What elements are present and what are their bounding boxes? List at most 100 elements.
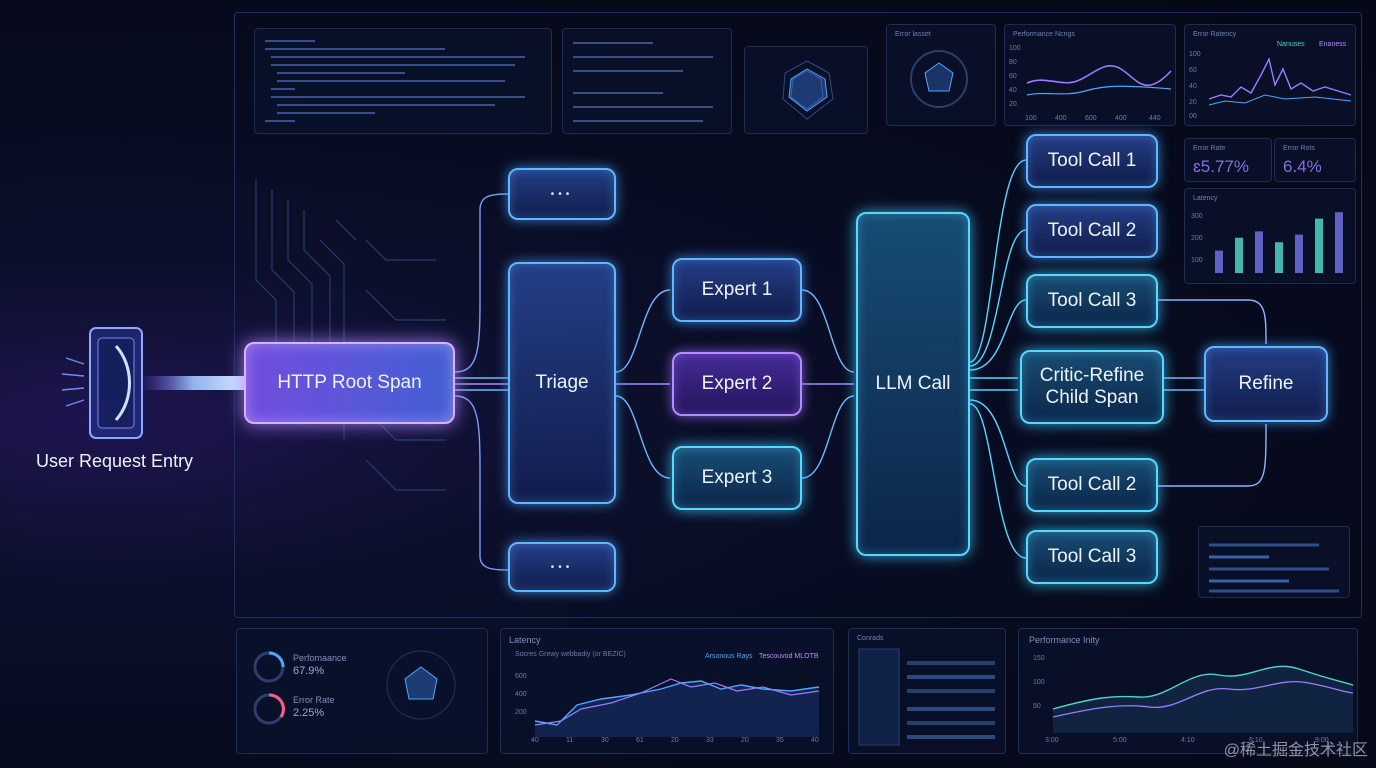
node-tool-call-2-label: Tool Call 2 xyxy=(1047,220,1137,241)
error-rate-a-title: Error Rate xyxy=(1193,145,1226,152)
node-refine-label: Refine xyxy=(1238,373,1294,394)
perf-value: 67.9% xyxy=(293,665,325,677)
node-expert-3[interactable]: Expert 3 xyxy=(672,446,802,510)
error-lasset-gauge xyxy=(910,50,968,108)
performance-panel: Performance Ncngs 100 80 60 40 20 100 40… xyxy=(1004,24,1176,126)
node-critic-refine-label: Critic-Refine Child Span xyxy=(1039,365,1145,408)
latency-bar xyxy=(1315,218,1323,273)
node-tool-call-3b[interactable]: Tool Call 3 xyxy=(1026,530,1158,584)
error-value: 2.25% xyxy=(293,707,325,719)
latency-bar xyxy=(1275,242,1283,273)
node-expert-3-label: Expert 3 xyxy=(701,467,773,488)
node-expert-1[interactable]: Expert 1 xyxy=(672,258,802,322)
latency-bar-chart xyxy=(1215,212,1343,273)
node-tool-call-3b-label: Tool Call 3 xyxy=(1047,546,1137,567)
perf-x-4: 440 xyxy=(1149,115,1161,122)
latency-x-tick: 35 xyxy=(776,737,784,744)
center-list xyxy=(858,648,995,746)
latency-bar xyxy=(1235,237,1243,273)
node-tool-call-2b-label: Tool Call 2 xyxy=(1047,474,1137,495)
node-critic-refine[interactable]: Critic-Refine Child Span xyxy=(1020,350,1164,424)
node-expert-1-label: Expert 1 xyxy=(701,279,773,300)
lat-y-1: 200 xyxy=(1191,235,1203,242)
latency-x-tick: 20 xyxy=(741,737,749,744)
latency-x-tick: 40 xyxy=(811,737,819,744)
latency-bar xyxy=(1295,234,1303,273)
node-triage-label: Triage xyxy=(535,372,589,393)
performance-title: Performance Ncngs xyxy=(1013,31,1075,38)
bottom-latency-panel: Latency Socres Grewy webbadiy (or BEZIC)… xyxy=(500,628,834,754)
performance-line xyxy=(1026,65,1172,96)
radar-panel xyxy=(744,46,868,134)
perf-y-1: 80 xyxy=(1009,59,1017,66)
bp-x-3: 6:10 xyxy=(1249,737,1263,744)
code-lines-2 xyxy=(573,42,713,122)
bl-y-0: 600 xyxy=(515,673,527,680)
bottom-performance-chart xyxy=(1052,665,1354,733)
latency-x-tick: 40 xyxy=(531,737,539,744)
el-y-1: 60 xyxy=(1189,67,1197,74)
node-triage[interactable]: Triage xyxy=(508,262,616,504)
bottom-left-panel: Perfomaance 67.9% Error Rate 2.25% xyxy=(236,628,488,754)
node-refine[interactable]: Refine xyxy=(1204,346,1328,422)
el-y-3: 20 xyxy=(1189,99,1197,106)
bl-y-2: 200 xyxy=(515,709,527,716)
top-collapsed-dots: ••• xyxy=(550,188,574,200)
bp-y-1: 100 xyxy=(1033,679,1045,686)
el-y-0: 100 xyxy=(1189,51,1201,58)
latency-x-tick: 61 xyxy=(636,737,644,744)
latency-line-chart xyxy=(534,678,820,737)
node-tool-call-2b[interactable]: Tool Call 2 xyxy=(1026,458,1158,512)
lat-y-2: 100 xyxy=(1191,257,1203,264)
bl-y-1: 400 xyxy=(515,691,527,698)
node-expert-2[interactable]: Expert 2 xyxy=(672,352,802,416)
node-llm-call[interactable]: LLM Call xyxy=(856,212,970,556)
error-lasset-panel: Error lasset xyxy=(886,24,996,126)
error-rate-b-panel: Error Rots 6.4% xyxy=(1274,138,1356,182)
latency-x-tick: 30 xyxy=(601,737,609,744)
lat-y-0: 300 xyxy=(1191,213,1203,220)
entry-device-icon xyxy=(61,327,143,439)
latency-bar-title: Latency xyxy=(1193,195,1218,202)
el-y-2: 40 xyxy=(1189,83,1197,90)
node-tool-call-3-label: Tool Call 3 xyxy=(1047,290,1137,311)
node-tool-call-2[interactable]: Tool Call 2 xyxy=(1026,204,1158,258)
latency-title: Latency xyxy=(509,635,541,645)
dashboard-frame xyxy=(234,12,1362,618)
error-rate-a-value: ɛ5.77% xyxy=(1193,157,1249,176)
center-title: Conrads xyxy=(857,635,884,642)
error-latency-line xyxy=(1208,56,1352,106)
latency-legend-1: Tescouvod MLOTB xyxy=(759,653,819,660)
node-tool-call-3[interactable]: Tool Call 3 xyxy=(1026,274,1158,328)
latency-bar xyxy=(1255,231,1263,273)
gauges xyxy=(253,650,456,725)
bottom-collapsed-dots: ••• xyxy=(550,561,574,573)
bottom-perf-title: Performance Inity xyxy=(1029,635,1100,645)
latency-x-tick: 20 xyxy=(671,737,679,744)
node-http-root-span-label: HTTP Root Span xyxy=(277,372,422,393)
node-tool-call-1[interactable]: Tool Call 1 xyxy=(1026,134,1158,188)
node-bottom-collapsed[interactable]: ••• xyxy=(508,542,616,592)
error-rate-b-title: Error Rots xyxy=(1283,145,1315,152)
latency-bar xyxy=(1335,212,1343,273)
error-rate-a-panel: Error Rate ɛ5.77% xyxy=(1184,138,1272,182)
node-top-collapsed[interactable]: ••• xyxy=(508,168,616,220)
node-http-root-span[interactable]: HTTP Root Span xyxy=(244,342,455,424)
code-panel xyxy=(254,28,552,134)
perf-x-1: 400 xyxy=(1055,115,1067,122)
error-latency-legend-0: Nanuses xyxy=(1277,41,1305,48)
error-latency-legend-1: Enaness xyxy=(1319,41,1347,48)
bp-x-2: 4:10 xyxy=(1181,737,1195,744)
latency-x-tick: 11 xyxy=(566,737,574,744)
perf-x-2: 600 xyxy=(1085,115,1097,122)
error-rate-b-value: 6.4% xyxy=(1283,157,1322,176)
perf-y-4: 20 xyxy=(1009,101,1017,108)
bp-x-1: 5:00 xyxy=(1113,737,1127,744)
error-latency-title: Error Ratency xyxy=(1193,31,1237,38)
perf-x-0: 100 xyxy=(1025,115,1037,122)
node-expert-2-label: Expert 2 xyxy=(701,373,773,394)
bp-y-0: 150 xyxy=(1033,655,1045,662)
bp-x-0: 3:00 xyxy=(1045,737,1059,744)
watermark: @稀土掘金技术社区 xyxy=(1223,742,1368,759)
